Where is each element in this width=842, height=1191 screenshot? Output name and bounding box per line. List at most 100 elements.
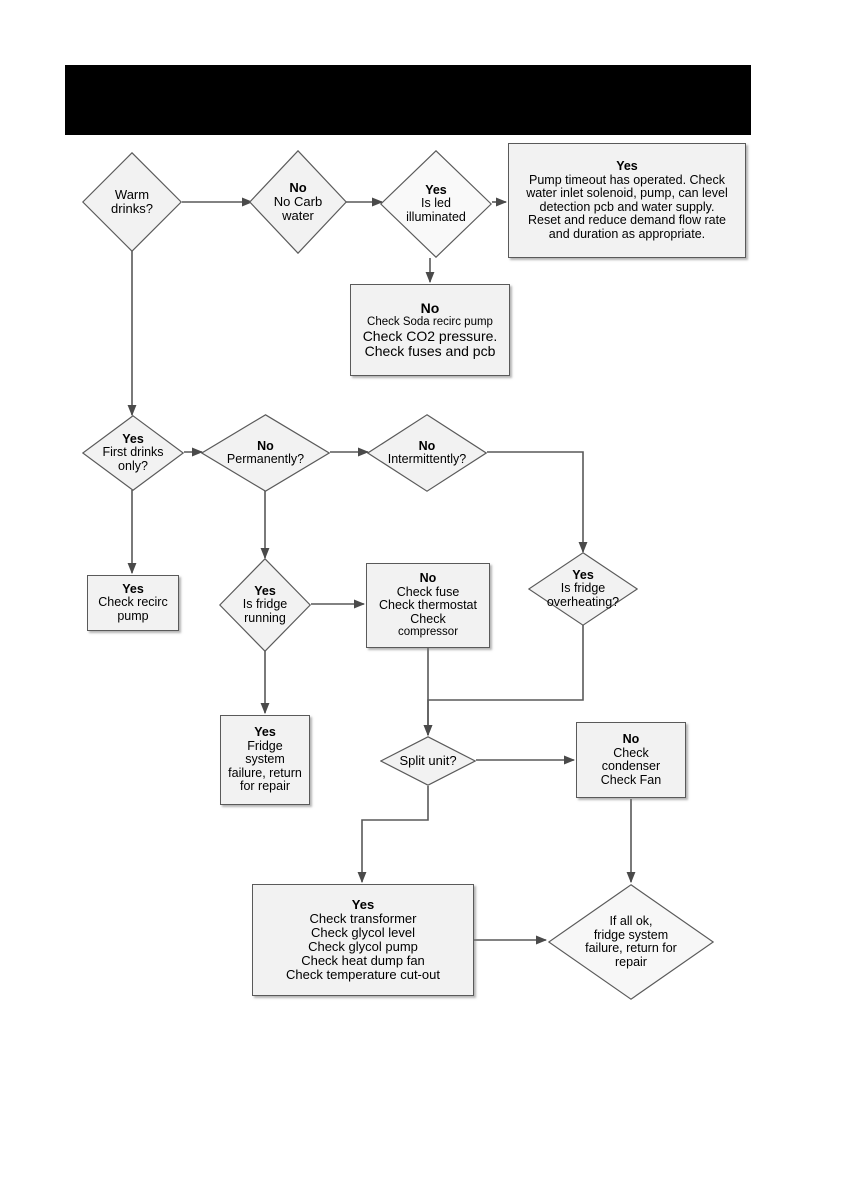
node-line: overheating? [546,594,620,609]
node-text: No Check fuse Check thermostat Check com… [379,571,477,639]
node-line: Reset and reduce demand flow rate [527,213,727,227]
node-line: Is fridge [560,581,606,596]
decision-no-carb-water[interactable]: No No Carb water [249,150,347,254]
node-line: water [282,208,314,224]
node-header: Yes [425,182,447,197]
node-line: Pump timeout has operated. Check [529,172,725,187]
action-check-recirc-pump[interactable]: Yes Check recirc pump [87,575,179,631]
decision-is-fridge-running[interactable]: Yes Is fridge running [219,558,311,652]
node-line: Check [410,611,446,626]
edge-splitunit-to-checktransformer [357,786,429,884]
node-header: No [622,732,640,746]
decision-first-drinks-only[interactable]: Yes First drinks only? [82,415,184,491]
decision-split-unit[interactable]: Split unit? [380,736,476,786]
node-text: No Check condenser Check Fan [601,732,661,787]
decision-warm-drinks[interactable]: Warm drinks? [82,152,182,252]
node-line: Check glycol pump [308,939,418,954]
diamond-shape [380,150,492,258]
node-line: Check fuses and pcb [364,342,496,359]
action-check-fuse[interactable]: No Check fuse Check thermostat Check com… [366,563,490,648]
node-line: Check Soda recirc pump [367,316,493,329]
node-text: Yes Check recirc pump [98,581,168,624]
decision-if-all-ok[interactable]: If all ok, fridge system failure, return… [548,884,714,1000]
edge-intermittently-to-overheating [487,451,588,554]
node-line: No Carb [273,193,323,209]
node-header: Yes [616,159,638,173]
action-check-condenser[interactable]: No Check condenser Check Fan [576,722,686,798]
node-header: No [418,438,436,453]
action-pump-timeout[interactable]: Yes Pump timeout has operated. Check wat… [508,143,746,258]
decision-intermittently[interactable]: No Intermittently? [367,414,487,492]
node-line: Check glycol level [310,924,416,940]
node-text: Split unit? [382,752,474,768]
node-text: Warm drinks? [84,186,180,216]
node-line: drinks? [111,201,153,216]
node-line: Check transformer [309,910,417,926]
node-line: Check heat dump fan [301,953,425,969]
node-text: Yes First drinks only? [84,431,182,474]
node-line: pump [117,608,149,623]
node-header: Yes [122,431,144,446]
node-text: Yes Fridge system failure, return for re… [228,726,302,794]
node-line: and duration as appropriate. [548,226,706,241]
diamond-shape [367,414,487,492]
node-text: No Intermittently? [369,438,484,467]
node-line: Check [613,745,649,760]
node-header: No [257,438,274,453]
header-banner [65,65,751,135]
node-line: Check CO2 pressure. [362,327,498,344]
diamond-shape [548,884,714,1000]
node-header: No [289,179,307,195]
node-line: condenser [601,759,661,773]
node-header: Yes [572,567,594,582]
node-line: only? [118,458,148,473]
node-header: Yes [122,581,144,596]
node-line: fridge system [593,927,669,942]
node-header: No [419,571,437,586]
node-text: No Check Soda recirc pump Check CO2 pres… [363,301,498,359]
action-fridge-system-failure[interactable]: Yes Fridge system failure, return for re… [220,715,310,805]
diamond-shape [82,415,184,491]
node-header: Yes [254,583,276,598]
decision-is-fridge-overheating[interactable]: Yes Is fridge overheating? [528,552,638,626]
diamond-shape [380,736,476,786]
node-line: If all ok, [609,914,653,928]
diamond-shape [249,150,347,254]
decision-permanently[interactable]: No Permanently? [201,414,330,492]
decision-is-led-illuminated[interactable]: Yes Is led illuminated [380,150,492,258]
node-line: water inlet solenoid, pump, can level [526,186,728,200]
node-line: Is led [421,196,451,211]
node-line: detection pcb and water supply. [539,199,715,214]
node-line: failure, return for [585,941,677,955]
node-text: No Permanently? [204,438,328,467]
node-line: Check recirc [98,595,168,610]
node-line: repair [615,954,647,969]
node-line: Permanently? [226,452,305,466]
node-line: compressor [397,626,459,639]
node-line: system [245,752,285,767]
node-line: illuminated [406,209,466,224]
node-line: Check thermostat [379,598,477,613]
node-text: If all ok, fridge system failure, return… [551,914,710,969]
node-header: Yes [254,725,276,740]
node-header: Yes [351,896,375,912]
node-line: running [244,610,286,625]
node-line: First drinks [102,445,164,460]
header-title [65,65,751,66]
node-line: Is fridge [242,597,288,612]
node-line: Intermittently? [387,452,467,466]
node-line: Fridge [247,738,283,753]
node-line: Warm [114,186,150,202]
node-line: Check fuse [396,584,460,599]
node-line: for repair [239,779,291,794]
node-line: Check temperature cut-out [286,967,440,983]
node-line: Split unit? [399,752,457,768]
action-check-soda-recirc[interactable]: No Check Soda recirc pump Check CO2 pres… [350,284,510,376]
node-text: Yes Is fridge overheating? [530,567,636,610]
action-check-transformer[interactable]: Yes Check transformer Check glycol level… [252,884,474,996]
node-text: Yes Is led illuminated [382,182,490,225]
node-text: Yes Pump timeout has operated. Check wat… [526,159,728,241]
node-text: Yes Check transformer Check glycol level… [286,896,440,983]
node-line: failure, return [228,765,302,780]
